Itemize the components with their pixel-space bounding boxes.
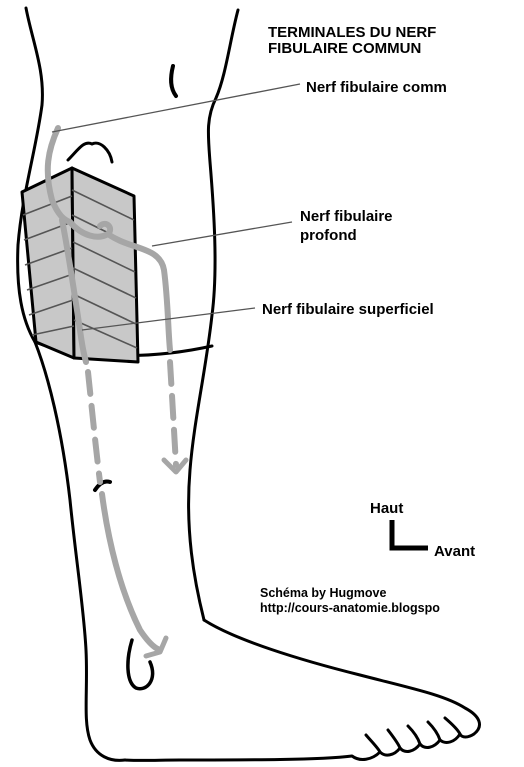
orientation-arrow-l [392, 520, 428, 548]
toe-line-4 [388, 730, 400, 748]
superficial-fibular-nerve-dashed [88, 372, 100, 482]
label-common-fibular: Nerf fibulaire comm [306, 79, 447, 96]
label-deep-fibular-2: profond [300, 227, 357, 244]
toe-line-2 [428, 722, 440, 740]
fibular-head [68, 143, 112, 162]
leader-deep [152, 222, 292, 246]
title-line-2: FIBULAIRE COMMUN [268, 40, 421, 57]
orientation-front-label: Avant [434, 543, 475, 560]
orientation-indicator [392, 520, 428, 548]
orientation-up-label: Haut [370, 500, 403, 517]
leader-common [52, 84, 300, 132]
toe-line-1 [445, 718, 460, 734]
credit-url: http://cours-anatomie.blogspo [260, 601, 440, 615]
knee-landmark [171, 66, 176, 96]
label-deep-fibular-1: Nerf fibulaire [300, 208, 393, 225]
superficial-nerve-lower [102, 494, 160, 650]
foot-contour [125, 620, 480, 760]
credit-author: Schéma by Hugmove [260, 586, 386, 600]
deep-fibular-nerve-dashed [170, 362, 176, 465]
toe-line-3 [408, 726, 420, 744]
lateral-malleolus [128, 640, 153, 689]
label-superficial-fibular: Nerf fibulaire superficiel [262, 301, 434, 318]
toe-line-5 [366, 735, 380, 752]
title-line-1: TERMINALES DU NERF [268, 24, 436, 41]
